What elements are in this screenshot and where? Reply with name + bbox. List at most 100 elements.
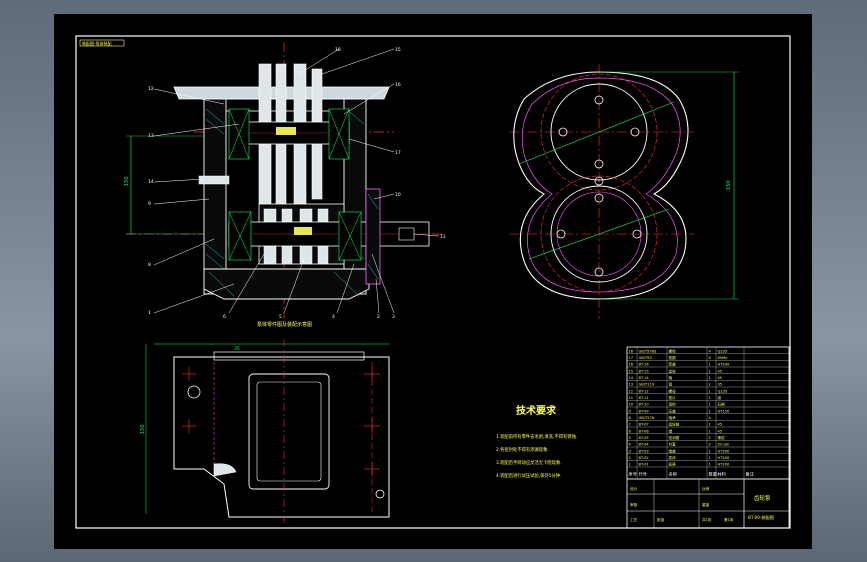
bom-cell: BT-10 [639, 403, 650, 407]
bom-cell: 11 [629, 396, 634, 400]
bom-cell: 4 [709, 349, 712, 353]
bom-cell: 1 [709, 463, 711, 467]
bom-cell: BT-16 [639, 363, 650, 367]
tech-note-2: 2.各密封处不得有渗漏现象. [496, 446, 549, 453]
balloon: 4 [332, 314, 335, 320]
bom-cell: BT-14 [639, 376, 650, 380]
balloon: 3 [392, 314, 395, 320]
tech-note-4: 4.装配后进行试压试验,保持5分钟. [496, 472, 561, 479]
section-caption: 泵体零件图及装配示意图 [257, 321, 312, 328]
bom-cell: 密封圈 [669, 435, 680, 440]
bom-cell: 3 [629, 449, 631, 453]
bom-cell: HT200 [718, 363, 730, 367]
bom-cell: 18 [629, 349, 634, 353]
bom-cell: 4 [709, 356, 712, 360]
bom-cell: GB/T276 [639, 416, 655, 420]
bom-cell: 螺母 [669, 388, 677, 393]
bom-cell: HT200 [718, 463, 730, 467]
balloon: 18 [335, 47, 341, 53]
bom-cell: 7 [629, 423, 631, 427]
bom-cell: 1 [709, 403, 711, 407]
bom-cell: GB/T119 [639, 383, 655, 387]
balloon: 5 [279, 314, 282, 320]
bom-cell: 2 [709, 436, 711, 440]
bom-cell: 轴承 [669, 415, 677, 420]
bom-cell: Q235 [718, 349, 728, 353]
bom-cell: 泵盖 [669, 362, 677, 367]
bom-cell: 2 [629, 456, 631, 460]
balloon: 1 [148, 310, 151, 316]
bom-cell: 填料 [669, 402, 677, 407]
bom-header-cell: 备注 [746, 471, 755, 478]
drawing-border [75, 35, 791, 529]
bom-cell: 泵体 [669, 455, 677, 460]
bom-cell: 轴 [669, 375, 673, 380]
bom-cell: 10 [629, 403, 634, 407]
dim-plan-top: 35 [234, 346, 240, 352]
bom-header-cell: 序号 [629, 471, 637, 478]
bom-cell: 9 [629, 409, 632, 413]
bom-header-cell: 名称 [669, 471, 677, 478]
bom-cell: GB/T5783 [639, 349, 657, 353]
tech-note-3: 3.装配后手转动应灵活无卡阻现象. [496, 459, 562, 466]
bom-cell: BT-01 [639, 463, 649, 467]
bom-cell: 键 [669, 428, 673, 433]
bom-cell: 45 [718, 369, 723, 373]
bom-cell: 13 [629, 383, 634, 387]
bom-cell: 35 [718, 383, 723, 387]
dim-left: 150 [124, 176, 130, 186]
bom-cell: 6 [629, 429, 632, 433]
bom-cell: 1 [709, 429, 711, 433]
balloon: 9 [148, 201, 151, 207]
bom-cell: 45 [718, 423, 723, 427]
bom-cell: 底座 [669, 462, 677, 467]
bom-cell: 14 [629, 376, 634, 380]
bom-cell: BT-04 [639, 443, 650, 447]
tech-note-1: 1.装配前所有零件去毛刺,清洗,不得有锈蚀. [496, 433, 577, 440]
balloon: 6 [223, 314, 226, 320]
bom-cell: BT-05 [639, 436, 649, 440]
dim-height: 150 [726, 180, 732, 190]
bom-cell: BT-06 [639, 429, 650, 433]
bom-cell: 1 [629, 463, 631, 467]
tb-label: 批准 [657, 517, 665, 522]
bom-cell: BT-09 [639, 409, 650, 413]
balloon: 17 [395, 150, 401, 156]
bom-cell: 1 [709, 396, 711, 400]
balloon: 14 [148, 179, 154, 185]
bom-cell: 石棉 [718, 402, 726, 407]
bom-cell: 1 [709, 376, 711, 380]
bom-cell: 1 [709, 409, 711, 413]
bom-cell: HT150 [718, 409, 730, 413]
tb-label: 重量 [702, 502, 710, 507]
bom-cell: 45 [718, 429, 723, 433]
balloon: 12 [148, 86, 154, 92]
bom-cell: BT-07 [639, 423, 649, 427]
bom-cell: BT-12 [639, 389, 649, 393]
tb-label: 工艺 [630, 517, 638, 522]
bom-header-cell: 材料 [718, 471, 727, 478]
bom-cell: 17 [629, 356, 634, 360]
bom-cell: 纸 [718, 395, 722, 400]
drawing-sheet: 装配图-泵体装配 [54, 14, 812, 549]
bom-header-cell: 数量 [709, 471, 717, 478]
tb-label: 比例 [702, 486, 710, 491]
bom-cell: 端盖 [669, 448, 677, 453]
bom-cell: 5 [629, 436, 631, 440]
bom-cell: 1 [709, 363, 711, 367]
bom-cell: BT-03 [639, 449, 649, 453]
bom-cell: 橡胶 [718, 435, 726, 440]
bom-cell: 1 [709, 423, 711, 427]
drawing-name: 齿轮泵 [754, 494, 771, 502]
title-block: 齿轮泵 BT-00-装配图 设计 审核 工艺 批准 比例 重量 共1张 第1张 [627, 478, 789, 528]
bom-cell: 1 [709, 389, 711, 393]
bom-cell: 1 [709, 456, 711, 460]
bom-cell: 4 [709, 416, 712, 420]
bom-cell: 齿轮 [669, 368, 677, 373]
balloon: 2 [377, 314, 380, 320]
bom-cell: 销 [669, 382, 673, 387]
bom-cell: 垫圈 [669, 355, 677, 360]
tech-requirements: 技术要求 1.装配前所有零件去毛刺,清洗,不得有锈蚀. 2.各密封处不得有渗漏现… [496, 404, 577, 479]
balloon: 11 [440, 234, 446, 240]
